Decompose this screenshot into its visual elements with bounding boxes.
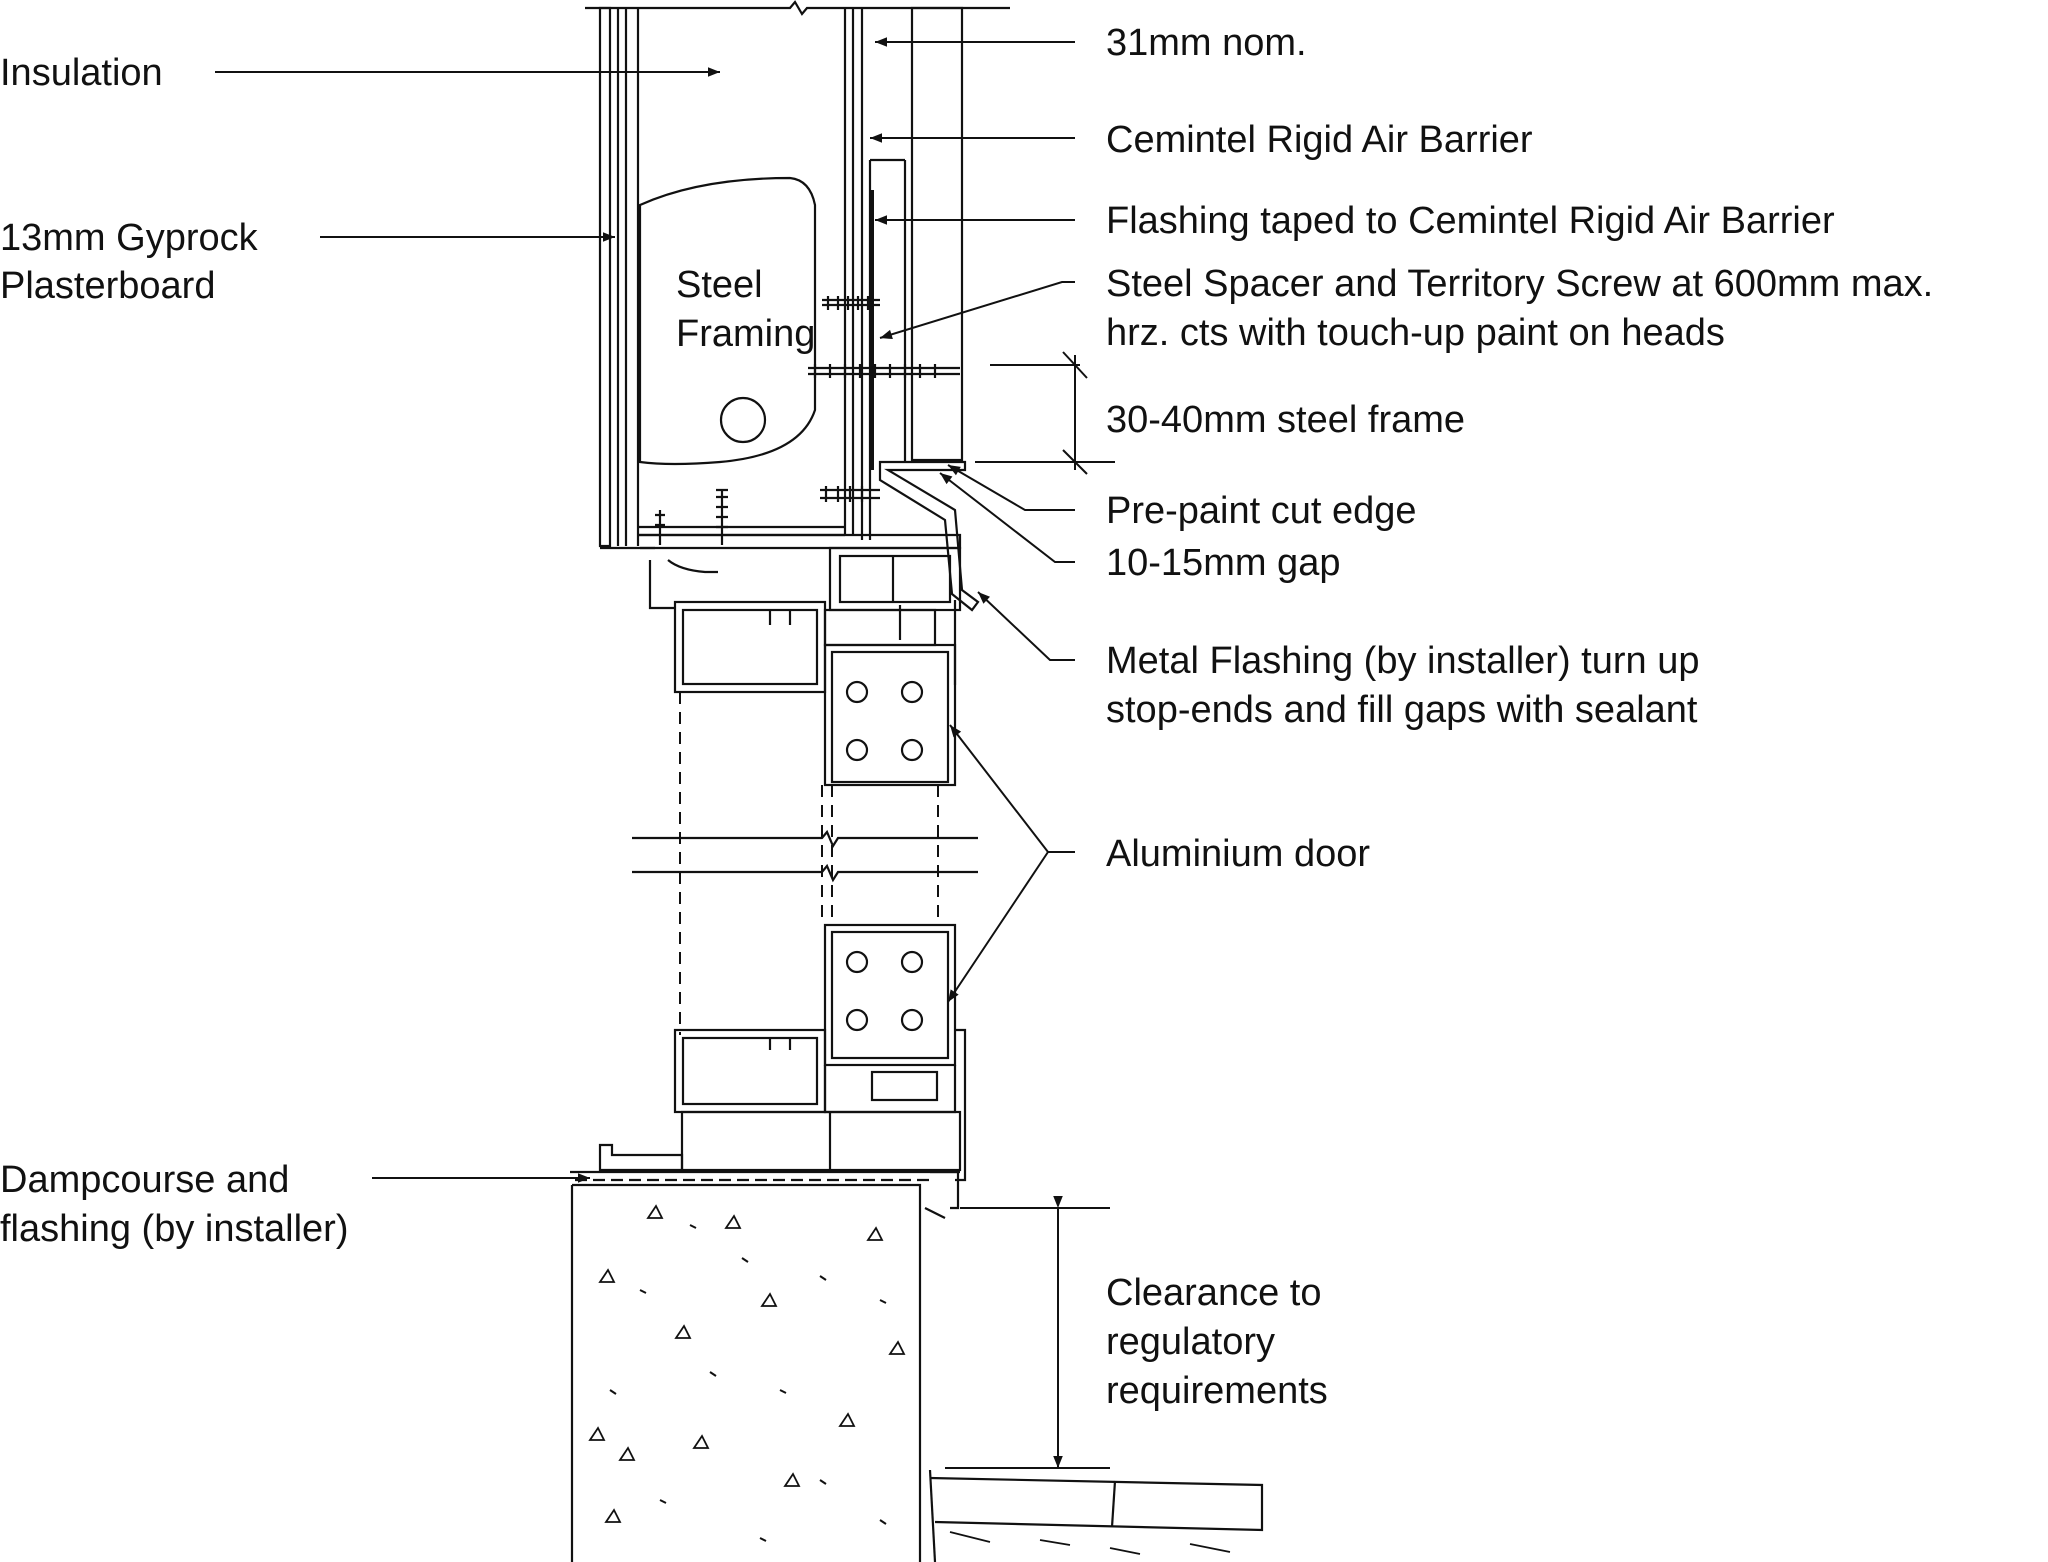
leader-door-lower	[947, 851, 1049, 1003]
door-break-line	[632, 829, 978, 883]
leader-lines	[215, 37, 1075, 1183]
dimension-steel-frame	[975, 351, 1115, 475]
label-dampcourse-1: Dampcourse and	[0, 1159, 289, 1201]
dimension-clearance	[945, 1196, 1110, 1469]
label-clearance-2: regulatory	[1106, 1321, 1275, 1363]
label-metal-flashing-2: stop-ends and fill gaps with sealant	[1106, 689, 1698, 731]
paving	[928, 1469, 1264, 1562]
drainage-hole	[845, 680, 869, 704]
label-flashing-taped: Flashing taped to Cemintel Rigid Air Bar…	[1106, 200, 1835, 242]
door-sill-frame	[598, 923, 967, 1182]
leader-gap	[939, 472, 1075, 563]
concrete-slab	[570, 1183, 922, 1562]
leader-door-upper	[949, 724, 1075, 853]
label-gap: 10-15mm gap	[1106, 542, 1340, 584]
label-clearance-1: Clearance to	[1106, 1272, 1321, 1314]
service-hole	[719, 396, 767, 444]
label-aluminium-door: Aluminium door	[1106, 833, 1370, 875]
dampcourse	[570, 1170, 960, 1219]
plasterboard	[598, 6, 612, 548]
label-steel-framing-1: Steel	[676, 264, 763, 306]
drainage-hole	[845, 738, 869, 762]
label-air-barrier: Cemintel Rigid Air Barrier	[1106, 119, 1533, 161]
label-metal-flashing-1: Metal Flashing (by installer) turn up	[1106, 640, 1699, 682]
insulation-batt	[638, 176, 817, 466]
drainage-hole	[900, 738, 924, 762]
air-barrier-panel	[910, 6, 964, 462]
metal-flashing	[878, 460, 980, 612]
annotation-labels: Insulation 13mm Gyprock Plasterboard Ste…	[0, 22, 1933, 1412]
leader-metal-flashing	[977, 591, 1075, 661]
leader-spacer	[879, 281, 1075, 340]
label-spacer-1: Steel Spacer and Territory Screw at 600m…	[1106, 263, 1933, 305]
label-clearance-3: requirements	[1106, 1370, 1328, 1412]
door-head-frame	[648, 546, 962, 787]
drainage-hole	[900, 680, 924, 704]
spacer-screw-upper	[822, 296, 880, 310]
leader-pre-paint	[947, 464, 1075, 511]
label-gyprock-2: Plasterboard	[0, 265, 215, 307]
label-dampcourse-2: flashing (by installer)	[0, 1208, 348, 1250]
label-insulation: Insulation	[0, 52, 163, 94]
label-spacer-2: hrz. cts with touch-up paint on heads	[1106, 312, 1725, 354]
wall-assembly	[585, 0, 1010, 612]
label-31mm: 31mm nom.	[1106, 22, 1307, 64]
label-pre-paint: Pre-paint cut edge	[1106, 490, 1417, 532]
label-steel-framing-2: Framing	[676, 313, 815, 355]
door-panel-dashed	[679, 692, 939, 1035]
label-gyprock-1: 13mm Gyprock	[0, 217, 259, 259]
territory-screw	[808, 364, 960, 378]
label-steel-frame-depth: 30-40mm steel frame	[1106, 399, 1465, 441]
